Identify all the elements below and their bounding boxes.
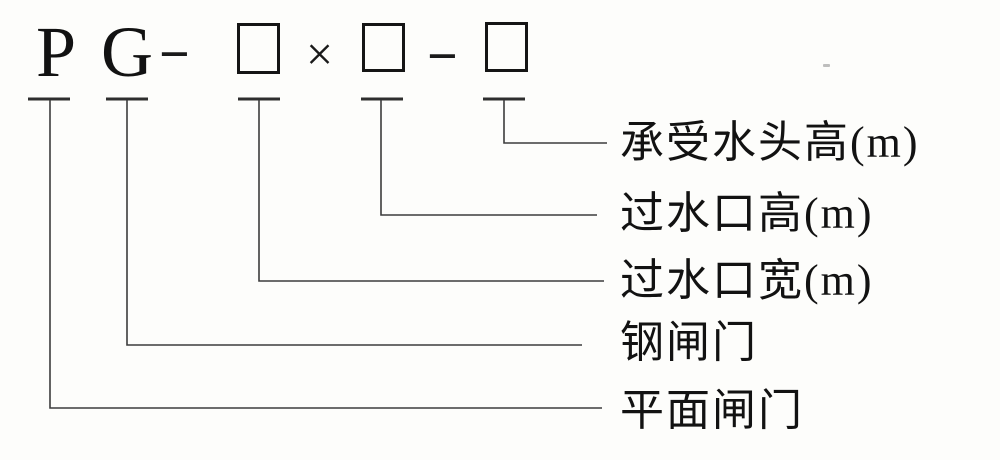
separator-dash-2: − [427,26,458,86]
callout-label-head-height: 承受水头高(m) [620,118,920,167]
callout-line-box-1 [258,100,604,282]
separator-dash-1: − [159,24,190,84]
callout-label-opening-height: 过水口高(m) [620,189,874,238]
callout-line-box-3 [503,100,607,144]
placeholder-box-2 [362,23,405,72]
callout-line-letter-p [49,100,602,409]
callout-label-opening-width: 过水口宽(m) [620,256,874,305]
letter-p: P [36,12,77,92]
callout-label-steel-gate: 钢闸门 [620,318,758,367]
multiply-sign: × [306,28,334,81]
scan-artifact-dot [823,64,830,67]
letter-g: G [101,12,153,92]
callout-line-letter-g [126,100,582,346]
callout-label-plane-gate: 平面闸门 [620,386,804,435]
placeholder-box-1 [237,23,280,74]
callout-line-box-2 [380,100,597,216]
placeholder-box-3 [485,22,528,72]
